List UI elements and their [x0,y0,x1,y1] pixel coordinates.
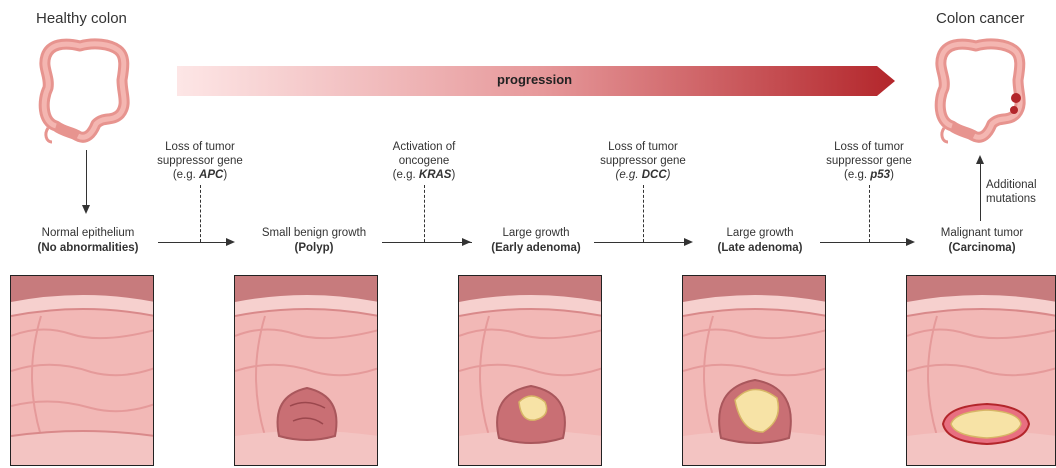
panel-late-adenoma [682,275,826,466]
cancer-colon-icon [930,38,1030,148]
panel-carcinoma [906,275,1056,466]
panel-normal-epithelium [10,275,154,466]
dash-3 [643,185,644,242]
colon-cancer-title: Colon cancer [936,10,1024,27]
arrow-1-head [226,238,235,246]
arrow-2-line [382,242,472,243]
arrow-4-head [906,238,915,246]
arrow-3-line [594,242,684,243]
healthy-colon-icon [34,38,134,148]
panel-polyp [234,275,378,466]
arrow-3-head [684,238,693,246]
up-arrow-line [980,164,981,221]
arrow-1-line [158,242,226,243]
healthy-colon-title: Healthy colon [36,10,127,27]
stage-carcinoma: Malignant tumor(Carcinoma) [912,226,1052,256]
down-arrow-head [82,205,90,214]
down-arrow-line [86,150,87,205]
dash-1 [200,185,201,242]
dash-4 [869,185,870,242]
stage-early-adenoma: Large growth(Early adenoma) [466,226,606,256]
stage-late-adenoma: Large growth(Late adenoma) [690,226,830,256]
arrow-4-line [820,242,908,243]
stage-polyp: Small benign growth(Polyp) [244,226,384,256]
panel-early-adenoma [458,275,602,466]
dash-2 [424,185,425,242]
stage-normal: Normal epithelium(No abnormalities) [18,226,158,256]
up-arrow-head [976,155,984,164]
arrow-2-head [462,238,471,246]
progression-label: progression [497,72,572,87]
